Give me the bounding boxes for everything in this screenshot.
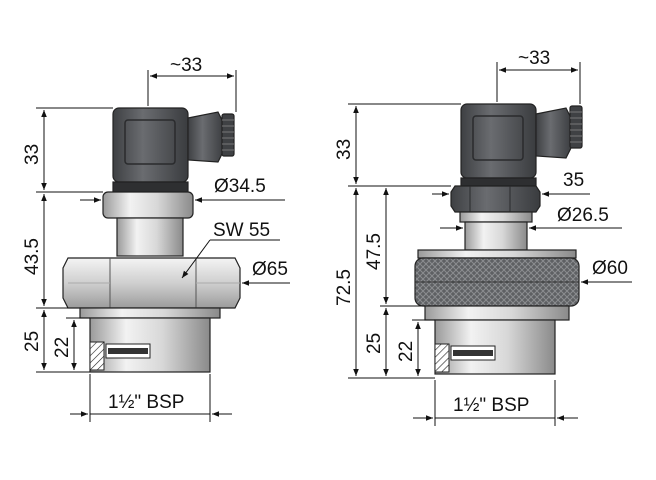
left-body-height: 43.5	[22, 238, 43, 275]
left-connector	[112, 107, 235, 193]
left-thread-height: 25	[22, 331, 43, 352]
right-thread-spec: 1½" BSP	[453, 395, 529, 416]
left-wrench-size: SW 55	[213, 220, 270, 241]
left-sensor	[62, 107, 241, 373]
left-thread-spec: 1½" BSP	[108, 392, 184, 413]
left-connector-height: 33	[22, 144, 43, 165]
right-thread-height: 25	[364, 333, 385, 354]
left-hatch	[89, 341, 105, 371]
left-thread-length: 22	[52, 337, 73, 358]
right-sensor	[414, 103, 583, 375]
left-neck	[116, 217, 184, 257]
right-hex-nut	[450, 185, 541, 213]
right-collar-diameter: Ø26.5	[557, 205, 609, 226]
left-hex-nut	[62, 257, 241, 309]
left-collar-diameter: Ø34.5	[214, 176, 266, 197]
right-body-height: 47.5	[364, 233, 385, 270]
right-total-height: 72.5	[334, 269, 355, 306]
right-dimensions: ~33 33 72.5 47.5 25 22 35 Ø26.5 Ø60	[334, 48, 632, 426]
right-neck	[464, 221, 528, 251]
right-connector	[460, 103, 583, 187]
right-knurled-nut	[414, 249, 580, 307]
left-collar	[102, 191, 194, 219]
right-hex-size: 35	[563, 170, 584, 191]
right-connector-height: 33	[334, 139, 355, 160]
right-connector-width: ~33	[518, 48, 550, 69]
left-nut-diameter: Ø65	[252, 259, 288, 280]
left-dimensions: ~33 33 43.5 25 22 Ø34.5 SW 55 Ø65	[22, 55, 290, 422]
right-knurled-diameter: Ø60	[592, 258, 628, 279]
right-thread-length: 22	[396, 341, 417, 362]
left-connector-width: ~33	[170, 55, 202, 76]
